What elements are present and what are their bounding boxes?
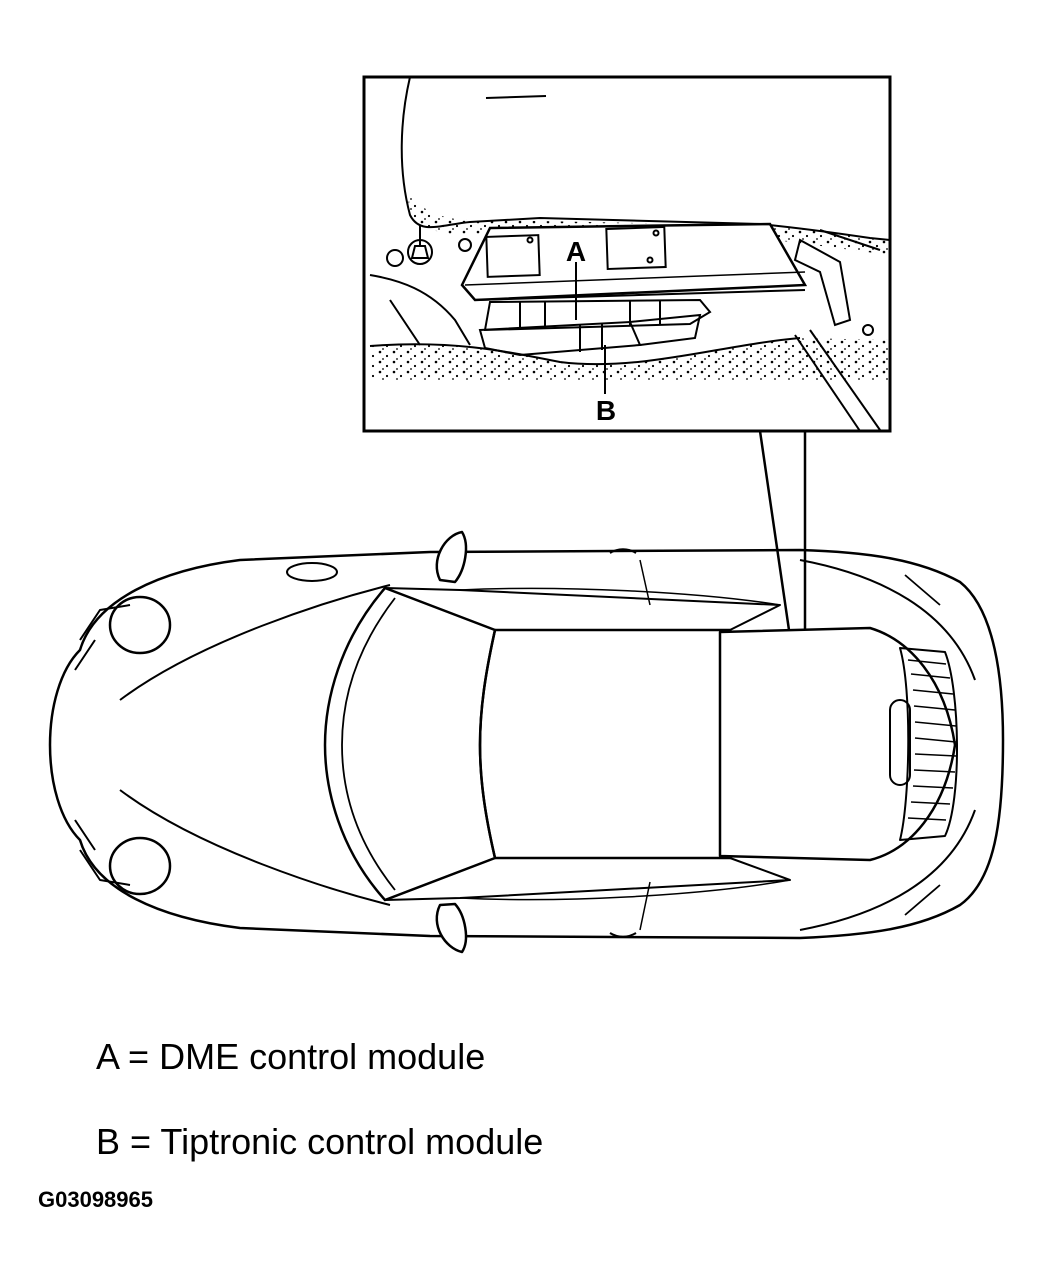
left-headlamp-icon bbox=[74, 595, 172, 671]
legend-text: Tiptronic control module bbox=[160, 1121, 544, 1162]
legend-letter: B bbox=[96, 1121, 121, 1162]
tiptronic-control-module bbox=[478, 313, 702, 357]
car-top-view bbox=[48, 530, 1005, 954]
legend-letter: A bbox=[96, 1036, 119, 1077]
legend-equals: = bbox=[130, 1121, 152, 1162]
rear-grille-icon bbox=[899, 647, 958, 841]
engine-lid bbox=[718, 626, 957, 862]
left-mirror-icon bbox=[435, 530, 468, 584]
callout-a: A bbox=[566, 236, 586, 267]
legend-equals: = bbox=[128, 1036, 150, 1077]
windshield bbox=[323, 586, 497, 902]
right-mirror-icon bbox=[435, 902, 468, 954]
legend-item-b: B = Tiptronic control module bbox=[96, 1121, 543, 1163]
callout-b: B bbox=[596, 395, 616, 426]
engine-bay-inset: A B bbox=[362, 75, 892, 433]
car-body-outline bbox=[48, 548, 1005, 940]
module-cover bbox=[460, 222, 808, 302]
legend-text: DME control module bbox=[159, 1036, 486, 1077]
right-headlamp-icon bbox=[74, 819, 172, 896]
left-bolt-icon bbox=[407, 225, 433, 265]
figure-id: G03098965 bbox=[38, 1187, 153, 1212]
roof bbox=[478, 628, 732, 860]
legend-item-a: A = DME control module bbox=[96, 1036, 485, 1078]
